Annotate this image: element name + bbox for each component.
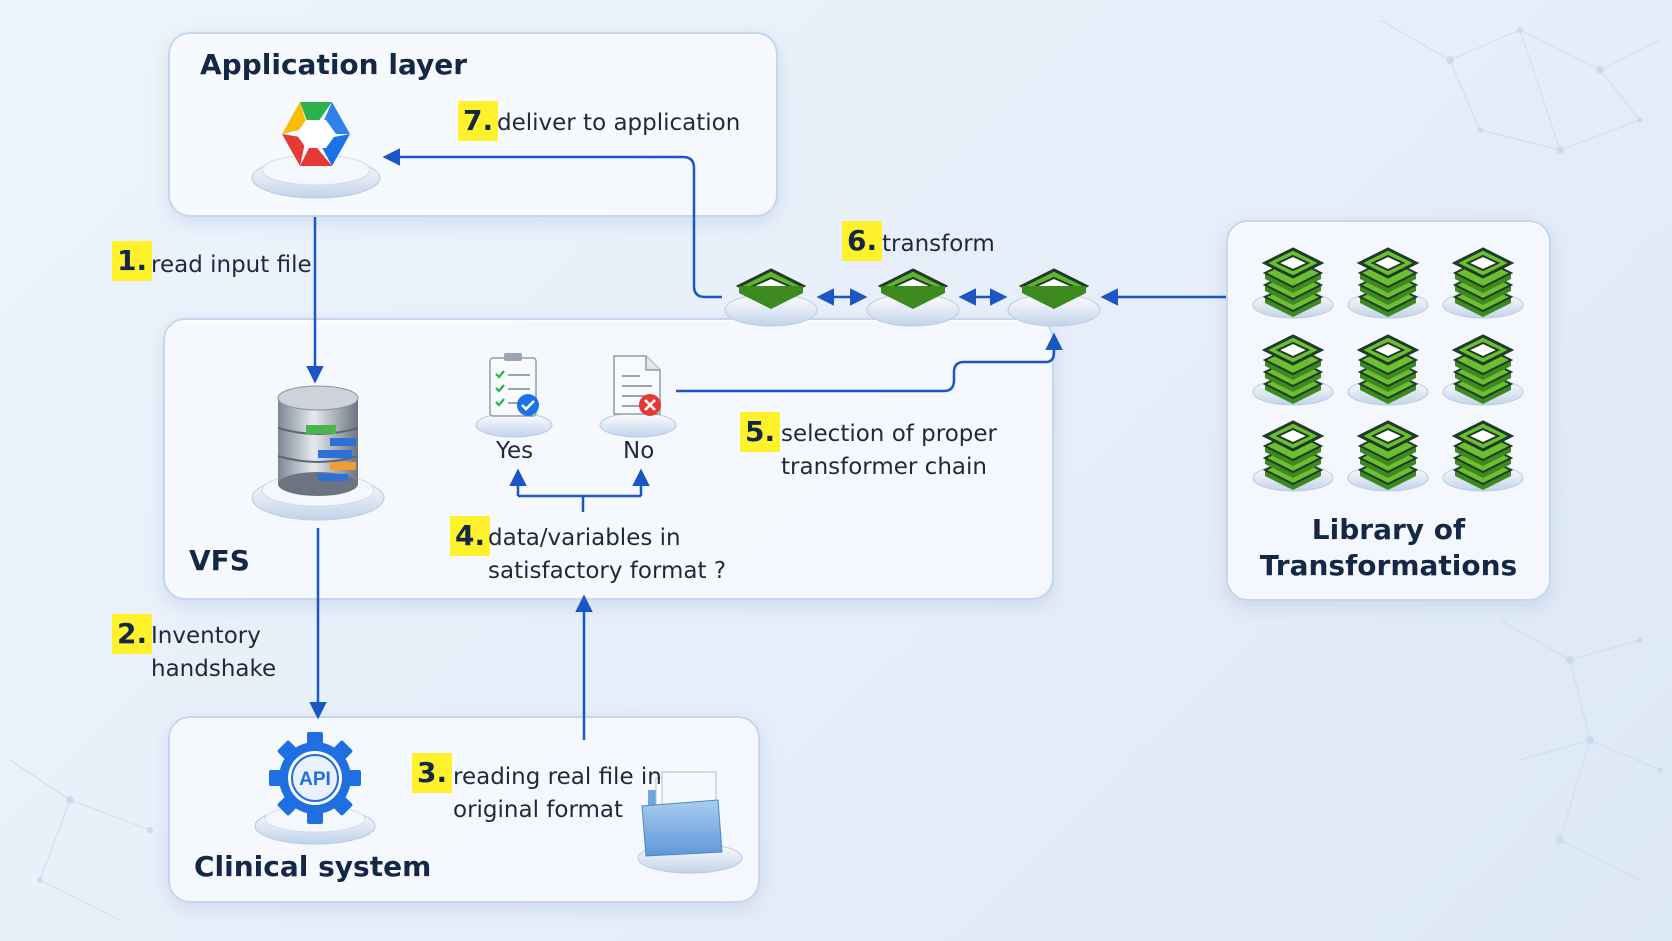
step-3-number: 3. <box>412 753 453 793</box>
decision-no-label: No <box>623 438 655 464</box>
step-7-text: deliver to application <box>497 110 741 136</box>
library-title-line2: Transformations <box>1259 549 1518 582</box>
step-6-text: transform <box>882 231 995 257</box>
step-2-line1: Inventory <box>151 623 261 649</box>
step-3-line1: reading real file in <box>453 764 662 790</box>
library-title: Library of Transformations <box>1228 512 1549 584</box>
step-4-line2: satisfactory format ? <box>488 558 727 584</box>
step-7-number: 7. <box>458 101 499 141</box>
step-3-line2: original format <box>453 797 624 823</box>
decision-yes-label: Yes <box>496 438 534 464</box>
library-panel: Library of Transformations <box>1226 220 1551 601</box>
step-1-number: 1. <box>112 241 153 281</box>
step-4-number: 4. <box>450 516 491 556</box>
step-2-line2: handshake <box>151 656 277 682</box>
step-5-line2: transformer chain <box>781 454 987 480</box>
library-title-line1: Library of <box>1311 513 1466 546</box>
application-layer-title: Application layer <box>200 48 468 81</box>
clinical-system-title: Clinical system <box>194 850 432 883</box>
step-5-number: 5. <box>740 412 781 452</box>
step-2-number: 2. <box>112 614 153 654</box>
step-1-text: read input file <box>151 252 312 278</box>
vfs-title: VFS <box>189 544 250 577</box>
step-4-line1: data/variables in <box>488 525 681 551</box>
step-5-line1: selection of proper <box>781 421 997 447</box>
step-6-number: 6. <box>842 221 883 261</box>
